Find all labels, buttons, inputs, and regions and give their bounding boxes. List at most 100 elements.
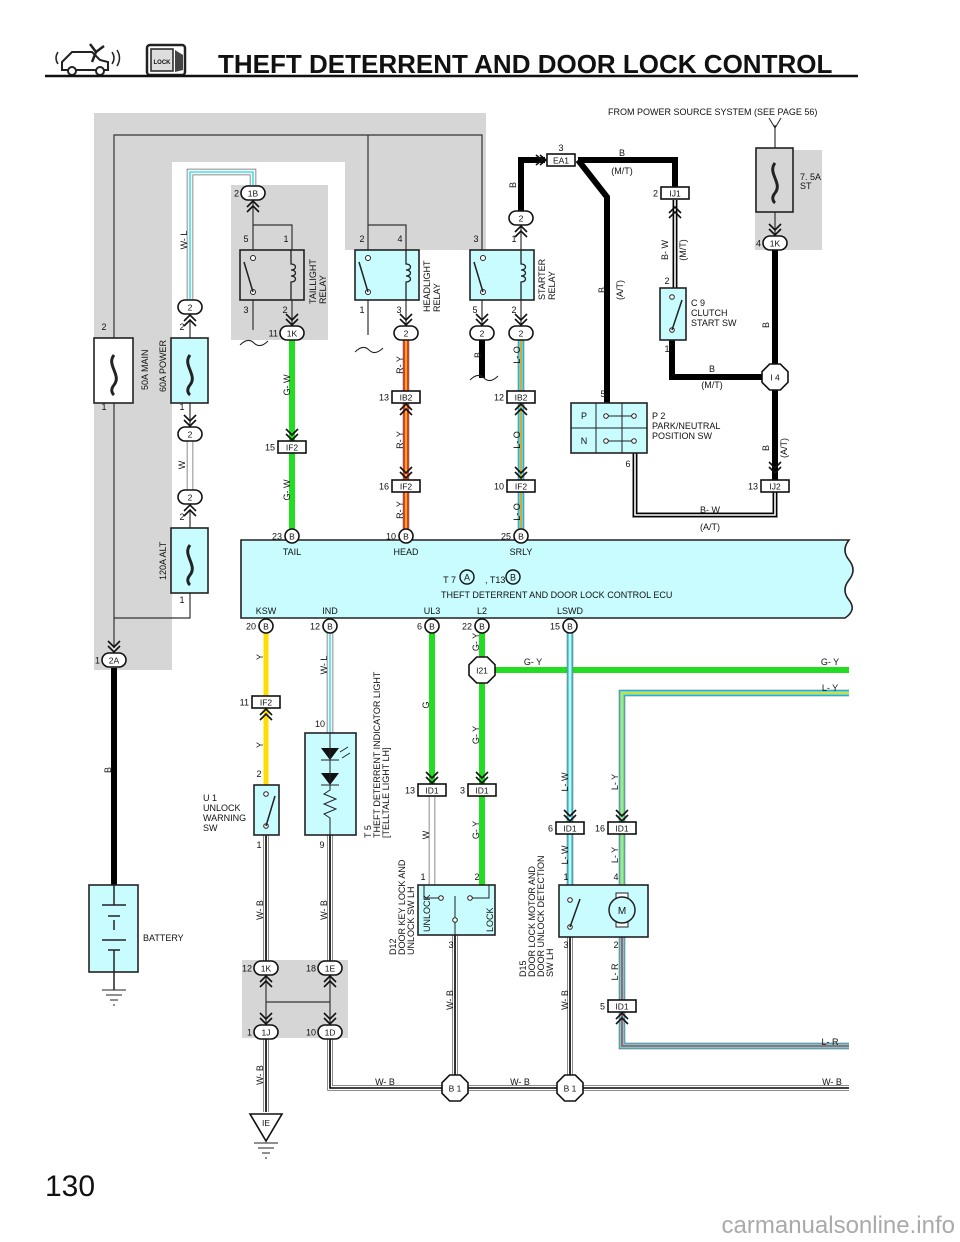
chevron-up-icon — [183, 503, 197, 517]
chevron-down-icon — [183, 414, 197, 428]
connector-shape — [253, 960, 279, 976]
connector-shape — [562, 618, 578, 634]
connector-shape — [277, 440, 307, 454]
connector-shape — [284, 528, 300, 544]
connector-id: 1J — [262, 1028, 271, 1038]
connector-id: ID1 — [615, 1002, 629, 1012]
connector-b: B15 — [550, 618, 578, 634]
chevron-down-icon — [425, 771, 439, 785]
wire-color-label: W- B — [255, 1065, 265, 1085]
chevron-up-icon — [259, 974, 273, 988]
component-label: POSITION SW — [652, 431, 713, 441]
taillight-feed-wire — [252, 200, 293, 250]
wire-b-starter-feed — [518, 157, 545, 211]
component-label: C 9 — [691, 298, 705, 308]
connector-shape — [474, 618, 490, 634]
connector-id: 2 — [188, 493, 193, 503]
wire-color-label: W- L — [319, 656, 329, 675]
wire-color-label: W- B — [560, 990, 570, 1010]
connector-shape — [322, 618, 338, 634]
pin-number: 2 — [179, 322, 184, 332]
connector-shape — [508, 325, 534, 341]
connector-shape — [240, 185, 266, 201]
switch-contact — [438, 895, 444, 901]
wire-color-label: B — [761, 322, 771, 328]
switch-blade — [243, 261, 254, 293]
connector-id: 1K — [261, 964, 272, 974]
watermark: carmanualsonline.info — [722, 1212, 955, 1239]
wire-color-label: L- O — [512, 431, 522, 449]
switch-blade — [265, 795, 276, 827]
switch-contact — [567, 897, 573, 903]
connector-2: 2 — [469, 325, 495, 341]
component-label: 120A ALT — [158, 541, 168, 580]
door-key-lock-switch — [417, 884, 496, 936]
connector-id: ID1 — [615, 824, 629, 834]
relay-pin-wire — [252, 226, 522, 335]
connector-shape — [660, 186, 690, 200]
component-label: SW LH — [545, 948, 555, 977]
wire-b-clutch — [669, 340, 762, 380]
component-label: CLUTCH — [691, 308, 728, 318]
wire-color-label: (A/T) — [700, 522, 720, 532]
wire-color-label: Y — [255, 654, 265, 660]
connector-id: 2A — [109, 656, 120, 666]
connector-shape — [760, 479, 790, 493]
connector-shape — [258, 618, 274, 634]
connector-pin: 13 — [748, 482, 758, 492]
junction-connector — [556, 1074, 584, 1102]
coil-icon — [405, 250, 412, 300]
ecu-connector-badge — [459, 569, 475, 585]
pin-number: 1 — [283, 234, 288, 244]
connector-pin: 3 — [558, 143, 563, 153]
wire-color-label: L- Y — [822, 683, 838, 693]
chevron-down-icon — [768, 223, 782, 237]
wire-color-label: L- Y — [610, 847, 620, 863]
chevron-down-icon — [259, 1012, 273, 1026]
connector-pin: 4 — [756, 239, 761, 249]
wire-color-label: L- R — [821, 1037, 839, 1047]
connector-2: 2 — [393, 325, 419, 341]
ground-icon — [102, 989, 126, 1006]
connector-id: 1E — [325, 964, 336, 974]
switch-contact — [480, 255, 486, 261]
connector-shape — [607, 999, 637, 1013]
pin-number: 5 — [600, 389, 605, 399]
chevron-down-icon — [514, 313, 528, 327]
ground-icon — [254, 1142, 278, 1159]
component-label: TAILLIGHT — [308, 259, 318, 304]
connector-id: ID1 — [563, 824, 577, 834]
component-label: DOOR LOCK MOTOR AND — [527, 866, 537, 977]
pin-number: 2 — [613, 940, 618, 950]
component-label: RELAY — [547, 271, 557, 300]
connector-id: IF2 — [400, 482, 413, 492]
pin-number: 1 — [563, 872, 568, 882]
connector-shape — [101, 652, 127, 668]
car-alarm-icon — [55, 43, 121, 76]
connector-shape — [393, 325, 419, 341]
chevron-down-icon — [615, 809, 629, 823]
wire-color-label: W- L — [179, 231, 189, 250]
wire-color-label: Y — [255, 742, 265, 748]
connector-pin: 20 — [246, 622, 256, 632]
ecu-box — [240, 539, 854, 619]
wire-l-r — [619, 937, 849, 1049]
connector-shape — [317, 960, 343, 976]
component-label: T 5 — [363, 825, 373, 838]
pin-number: 2 — [511, 305, 516, 315]
connector-pin: 10 — [306, 1028, 316, 1038]
wire-w-b-stripe — [265, 835, 849, 1112]
connector-id: B — [518, 532, 524, 542]
wire-color-label: L- W — [560, 772, 570, 792]
pin-number: 3 — [563, 940, 568, 950]
connector-shape — [177, 426, 203, 442]
component-label: UNLOCK SW LH — [406, 886, 416, 955]
connector-shape — [279, 325, 305, 341]
wire-color-label: W — [421, 830, 431, 839]
component-label: 60A POWER — [158, 339, 168, 392]
